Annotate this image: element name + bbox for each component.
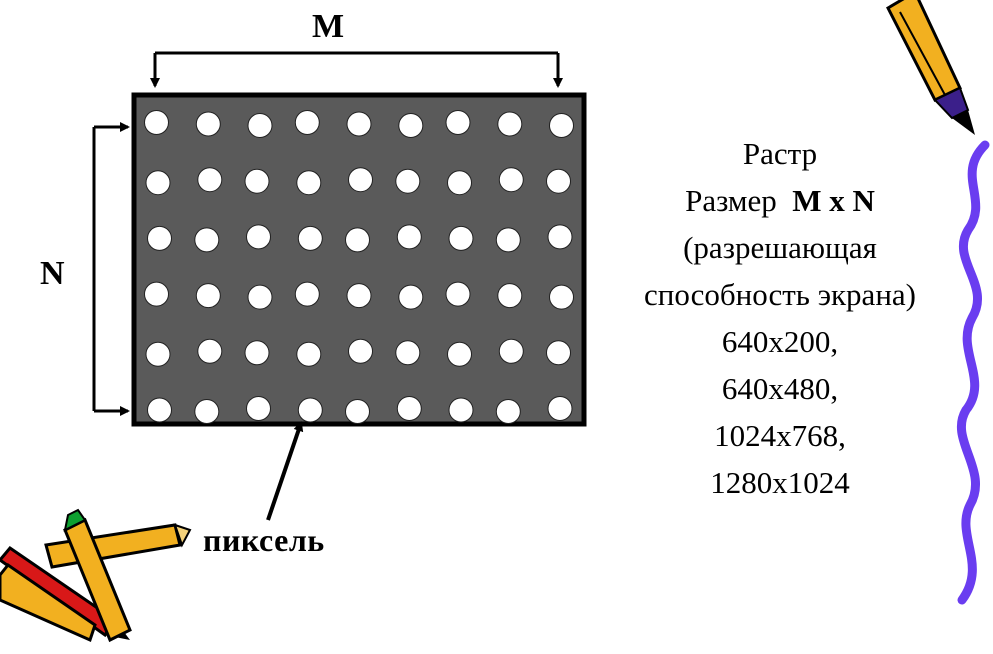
pixel-dot — [547, 341, 571, 365]
pixel-dot — [446, 282, 470, 306]
m-dimension-bracket — [155, 53, 558, 86]
pixel-dot — [248, 285, 272, 309]
pixel-dot — [399, 285, 423, 309]
pixel-dot — [195, 400, 219, 424]
raster-screen — [134, 95, 584, 424]
info-line-resolution: (разрешающая — [600, 224, 960, 271]
n-dimension-bracket — [94, 127, 128, 411]
pixel-dot — [349, 168, 373, 192]
pencil-top-right-icon — [888, 0, 975, 135]
pixel-dot — [449, 226, 473, 250]
resolution-item: 640x480, — [600, 365, 960, 412]
pixel-dot — [396, 341, 420, 365]
pixel-dot — [396, 169, 420, 193]
pixel-dot — [548, 397, 572, 421]
pixel-dot — [297, 342, 321, 366]
info-line-size: Размер M x N — [600, 177, 960, 224]
pixel-dot — [346, 228, 370, 252]
pixel-dot — [349, 339, 373, 363]
squiggle-border — [961, 145, 985, 600]
pixel-dot — [146, 171, 170, 195]
pixel-dot — [297, 171, 321, 195]
pixel-dot — [446, 111, 470, 135]
pixel-dot — [198, 168, 222, 192]
pixel-dot — [550, 114, 574, 138]
info-size-formula: M x N — [792, 183, 875, 218]
pixel-dot — [295, 282, 319, 306]
pixel-dot — [499, 339, 523, 363]
resolution-item: 640x200, — [600, 318, 960, 365]
pixel-dot — [499, 168, 523, 192]
pixel-dot — [245, 169, 269, 193]
pixel-dot — [347, 284, 371, 308]
pixel-label: пиксель — [203, 522, 325, 559]
pixel-dot — [196, 284, 220, 308]
pixel-dot — [397, 397, 421, 421]
pixel-dot — [346, 400, 370, 424]
pixel-dot — [198, 339, 222, 363]
info-line-screen: способность экрана) — [600, 271, 960, 318]
resolution-item: 1024x768, — [600, 412, 960, 459]
pixel-dot — [196, 112, 220, 136]
info-line-raster: Растр — [600, 130, 960, 177]
pixel-dot — [195, 228, 219, 252]
pixel-dot — [448, 171, 472, 195]
pixel-dot — [397, 225, 421, 249]
pixel-dot — [550, 285, 574, 309]
raster-info-text: Растр Размер M x N (разрешающая способно… — [600, 130, 960, 506]
pixel-dot — [496, 400, 520, 424]
pixel-dot — [148, 398, 172, 422]
pixel-dot — [498, 284, 522, 308]
pixel-dot — [498, 112, 522, 136]
pixel-dot — [448, 342, 472, 366]
pixel-dot — [399, 114, 423, 138]
pencils-bottom-left-icon — [0, 510, 190, 640]
pixel-dot — [247, 397, 271, 421]
resolution-item: 1280x1024 — [600, 459, 960, 506]
info-size-prefix: Размер — [685, 183, 777, 218]
pixel-dot — [145, 111, 169, 135]
pixel-dot — [547, 169, 571, 193]
pixel-dot — [145, 282, 169, 306]
pixel-dot — [298, 226, 322, 250]
pixel-dot — [298, 398, 322, 422]
pixel-pointer-arrow — [268, 423, 301, 520]
pixel-dot — [247, 225, 271, 249]
pixel-dot — [148, 226, 172, 250]
n-label: N — [40, 255, 65, 293]
pixel-dot — [347, 112, 371, 136]
pixel-dot — [548, 225, 572, 249]
pixel-dot — [295, 111, 319, 135]
pixel-dot — [245, 341, 269, 365]
pixel-dot — [248, 114, 272, 138]
m-label: M — [312, 8, 344, 46]
pixel-dot — [496, 228, 520, 252]
pixel-dot — [146, 342, 170, 366]
pixel-dot — [449, 398, 473, 422]
